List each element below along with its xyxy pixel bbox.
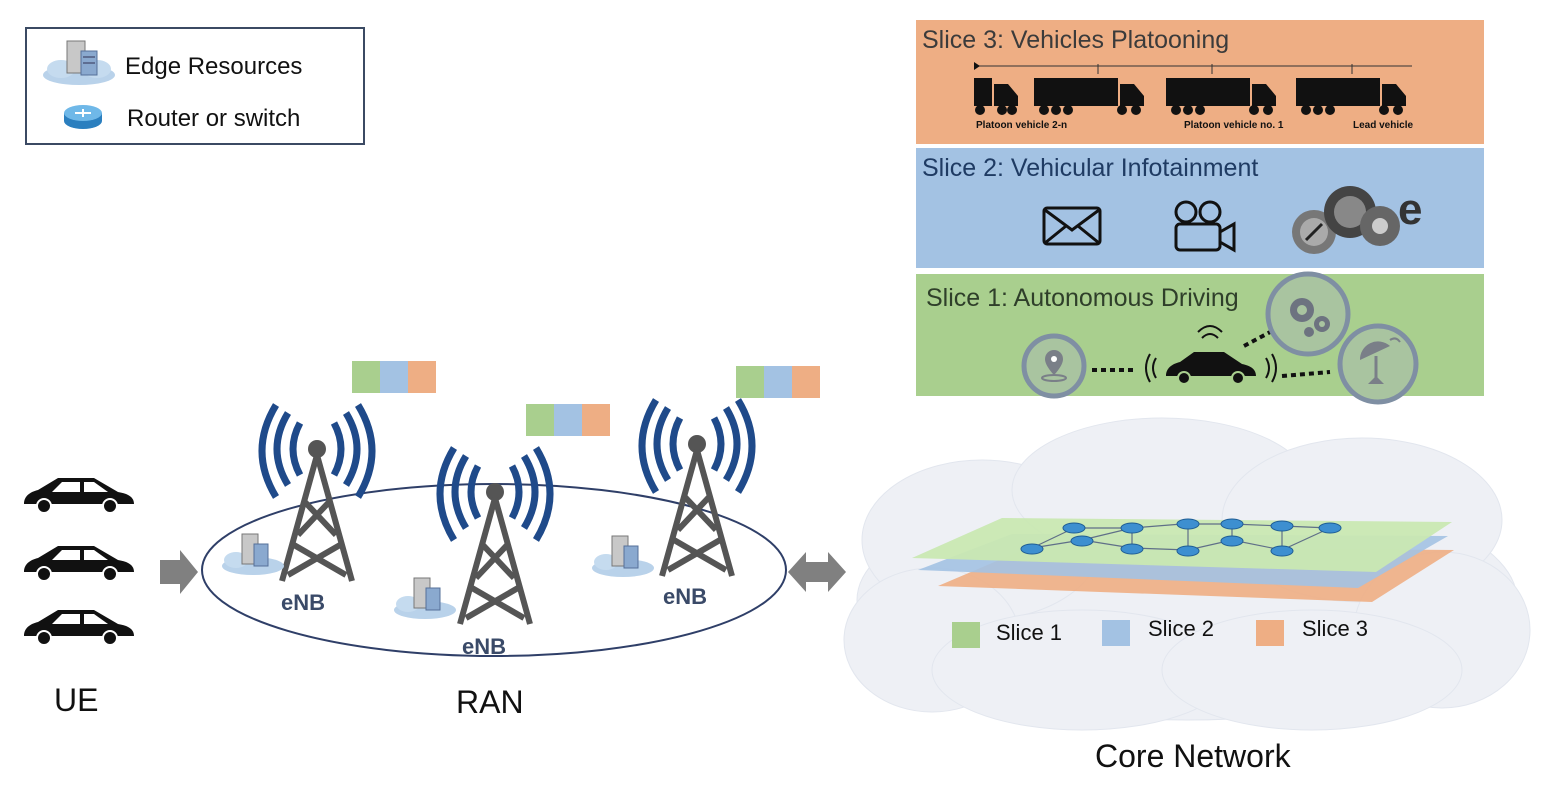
double-arrow-icon: [788, 552, 846, 592]
core-legend-slice1-label: Slice 1: [996, 620, 1063, 645]
truck-label-lead: Lead vehicle: [1353, 120, 1414, 131]
video-camera-icon: [1174, 200, 1236, 253]
svg-text:e: e: [1398, 185, 1422, 234]
slice1-title: Slice 1: Autonomous Driving: [926, 284, 1239, 312]
enb-tower-right-icon: [638, 398, 756, 577]
legend-router-label: Router or switch: [127, 105, 301, 132]
legend-box: Edge Resources Router or switch: [25, 27, 365, 145]
router-icon: [64, 105, 102, 129]
slice2-title: Slice 2: Vehicular Infotainment: [922, 154, 1259, 182]
enb-tower-left-icon: [258, 403, 376, 582]
ran-label: RAN: [456, 684, 524, 720]
legend-edge-resources-label: Edge Resources: [125, 53, 303, 80]
envelope-icon: [1042, 206, 1102, 246]
slice2-panel: Slice 2: Vehicular Infotainment e: [916, 148, 1484, 268]
edge-server-left-icon: [222, 533, 284, 575]
core-legend-slice1-swatch: [952, 622, 980, 648]
slice1-panel: Slice 1: Autonomous Driving: [916, 271, 1484, 405]
enb-label-right: eNB: [663, 584, 708, 609]
core-legend-slice3-swatch: [1256, 620, 1284, 646]
core-legend-slice3-label: Slice 3: [1302, 616, 1369, 641]
core-network-label: Core Network: [1095, 738, 1291, 774]
right-arrow-icon: [160, 550, 198, 594]
truck-label-platoon-2n: Platoon vehicle 2-n: [976, 120, 1068, 131]
slice-tag-right: [736, 366, 820, 398]
enb-tower-middle-icon: [436, 446, 554, 625]
enb-label-left: eNB: [281, 590, 326, 615]
slice-tag-left: [352, 361, 436, 393]
platoon-trucks-icon: [974, 62, 1412, 115]
core-network-cloud: [843, 417, 1531, 731]
enb-label-middle: eNB: [462, 634, 507, 659]
slice-tag-middle: [526, 404, 610, 436]
ue-label: UE: [54, 682, 99, 718]
autonomous-driving-illustration: [1021, 271, 1419, 405]
core-legend-slice2-label: Slice 2: [1148, 616, 1215, 641]
slice3-panel: Slice 3: Vehicles Platooning Platoon veh…: [916, 20, 1484, 144]
edge-server-middle-icon: [394, 577, 456, 619]
ue-car-icons: [24, 478, 134, 646]
core-legend-slice2-swatch: [1102, 620, 1130, 646]
slice3-title: Slice 3: Vehicles Platooning: [922, 26, 1230, 54]
edge-server-right-icon: [592, 535, 654, 577]
edge-resources-icon: [43, 40, 115, 85]
browser-icons-icon: e: [1292, 185, 1422, 254]
truck-label-platoon-1: Platoon vehicle no. 1: [1184, 120, 1284, 131]
